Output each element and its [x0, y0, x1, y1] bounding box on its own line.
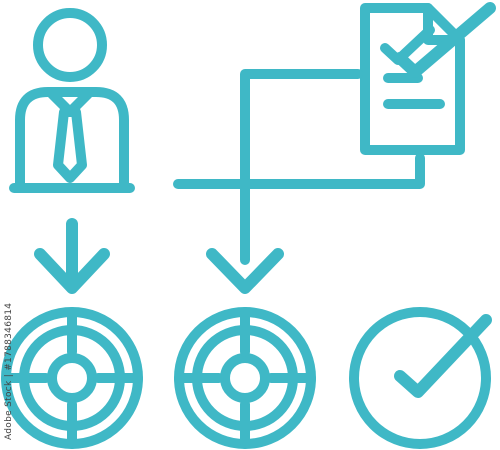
checklist-document-icon [360, 2, 496, 155]
target-icon [1, 307, 143, 449]
arrow-down-icon [206, 248, 284, 294]
person-icon [9, 8, 135, 193]
stock-watermark-id: Adobe Stock | #1788346814 [4, 302, 14, 440]
flow-connector-line [173, 69, 425, 265]
arrow-down-icon [34, 218, 110, 294]
target-icon [174, 307, 316, 449]
check-circle-icon [349, 307, 492, 449]
